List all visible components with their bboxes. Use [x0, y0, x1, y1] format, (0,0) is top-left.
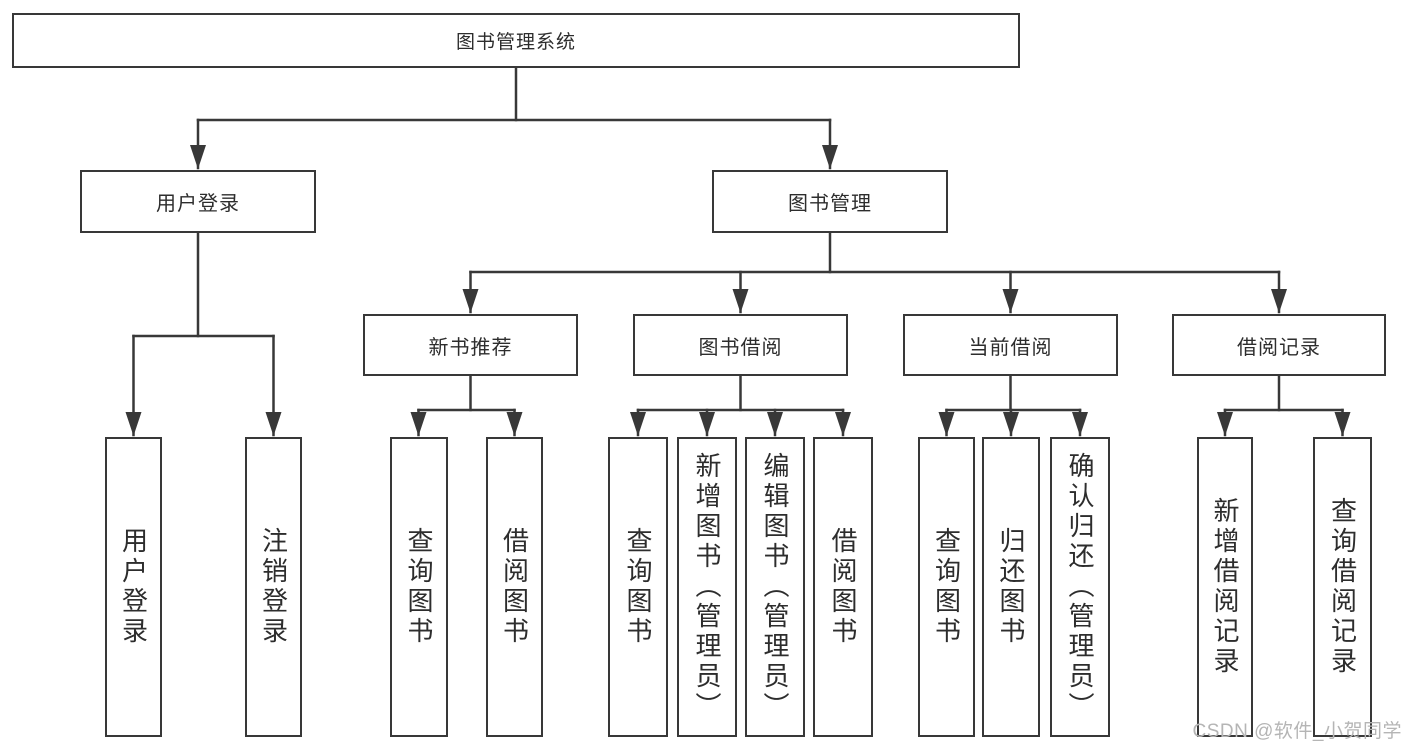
node-label: 当前借阅: [968, 336, 1053, 359]
node-label: 注销登录: [258, 527, 289, 647]
node-label: 新增图书（管理员）: [692, 452, 722, 722]
leaf-query-books-borrow: 查询图书: [608, 437, 668, 737]
node-root-system: 图书管理系统: [12, 13, 1020, 68]
node-book-borrowing: 图书借阅: [633, 314, 848, 376]
leaf-borrow-books-recommend: 借阅图书: [486, 437, 543, 737]
leaf-query-books-current: 查询图书: [918, 437, 975, 737]
node-label: 编辑图书（管理员）: [760, 452, 790, 722]
leaf-return-books: 归还图书: [982, 437, 1040, 737]
node-label: 借阅图书: [828, 527, 858, 647]
node-borrowing-records: 借阅记录: [1172, 314, 1386, 376]
node-label: 查询图书: [931, 527, 962, 647]
node-label: 图书管理系统: [455, 32, 576, 53]
leaf-logout: 注销登录: [245, 437, 302, 737]
node-label: 归还图书: [996, 527, 1026, 647]
node-label: 图书借阅: [698, 336, 783, 359]
leaf-query-books-recommend: 查询图书: [390, 437, 448, 737]
node-label: 用户登录: [118, 527, 149, 647]
node-user-login-group: 用户登录: [80, 170, 316, 233]
leaf-user-login: 用户登录: [105, 437, 162, 737]
node-label: 新增借阅记录: [1210, 497, 1240, 677]
node-label: 查询图书: [404, 527, 434, 647]
node-label: 借阅记录: [1237, 336, 1321, 359]
csdn-watermark: CSDN @软件_小贺同学: [1192, 721, 1402, 742]
node-new-book-recommend: 新书推荐: [363, 314, 578, 376]
node-book-management: 图书管理: [712, 170, 948, 233]
leaf-add-book-admin: 新增图书（管理员）: [677, 437, 737, 737]
leaf-borrow-books-borrow: 借阅图书: [813, 437, 873, 737]
node-label: 确认归还（管理员）: [1065, 452, 1095, 722]
node-label: 查询图书: [623, 527, 653, 647]
node-label: 图书管理: [788, 193, 872, 215]
node-label: 新书推荐: [428, 336, 513, 359]
node-label: 查询借阅记录: [1327, 497, 1358, 677]
leaf-query-borrow-record: 查询借阅记录: [1313, 437, 1372, 737]
leaf-add-borrow-record: 新增借阅记录: [1197, 437, 1253, 737]
leaf-confirm-return-admin: 确认归还（管理员）: [1050, 437, 1110, 737]
node-label: 借阅图书: [499, 527, 530, 647]
node-current-borrowing: 当前借阅: [903, 314, 1118, 376]
node-label: 用户登录: [156, 193, 240, 215]
leaf-edit-book-admin: 编辑图书（管理员）: [745, 437, 805, 737]
